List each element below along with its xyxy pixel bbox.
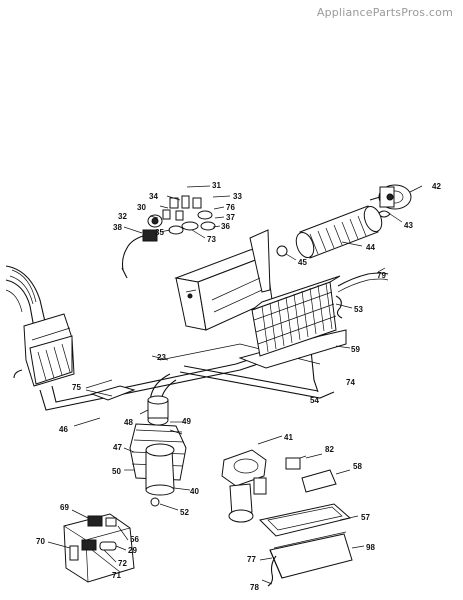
- compressor: [123, 395, 191, 511]
- blower-wheel: [295, 205, 383, 259]
- blower-hub: [276, 245, 297, 261]
- label-58: 58: [353, 462, 362, 471]
- water-pump: [221, 435, 351, 523]
- label-23: 23: [157, 353, 166, 362]
- label-73: 73: [207, 235, 216, 244]
- label-74: 74: [346, 378, 355, 387]
- control-knobs: [121, 185, 231, 279]
- label-47: 47: [113, 443, 122, 452]
- label-78: 78: [250, 583, 259, 592]
- scroll-housing: [174, 229, 273, 331]
- motor-clamp: [377, 210, 403, 223]
- label-29: 29: [128, 546, 137, 555]
- label-36: 36: [221, 222, 230, 231]
- label-30: 30: [137, 203, 146, 212]
- label-34: 34: [149, 192, 158, 201]
- label-54: 54: [310, 396, 319, 405]
- label-33: 33: [233, 192, 242, 201]
- label-77: 77: [247, 555, 256, 564]
- label-98: 98: [366, 543, 375, 552]
- label-44: 44: [366, 243, 375, 252]
- label-59: 59: [351, 345, 360, 354]
- label-75: 75: [72, 383, 81, 392]
- label-48: 48: [124, 418, 133, 427]
- label-41: 41: [284, 433, 293, 442]
- evaporator-coil: [238, 267, 389, 369]
- label-45: 45: [298, 258, 307, 267]
- label-52: 52: [180, 508, 189, 517]
- label-43: 43: [404, 221, 413, 230]
- label-42: 42: [432, 182, 441, 191]
- label-38: 38: [113, 223, 122, 232]
- label-71: 71: [112, 571, 121, 580]
- base-pan: [258, 503, 365, 587]
- label-72: 72: [118, 559, 127, 568]
- label-57: 57: [361, 513, 370, 522]
- label-82: 82: [325, 445, 334, 454]
- label-70: 70: [36, 537, 45, 546]
- discharge-hose: [5, 265, 47, 329]
- electrical-box: [47, 509, 135, 583]
- label-46: 46: [59, 425, 68, 434]
- label-53: 53: [354, 305, 363, 314]
- label-79: 79: [377, 271, 386, 280]
- watermark: AppliancePartsPros.com: [316, 6, 453, 19]
- label-69: 69: [60, 503, 69, 512]
- label-35: 35: [155, 228, 164, 237]
- label-40: 40: [190, 487, 199, 496]
- label-37: 37: [226, 213, 235, 222]
- label-76: 76: [226, 203, 235, 212]
- label-56: 56: [130, 535, 139, 544]
- label-50: 50: [112, 467, 121, 476]
- refrigerant-tubing: [39, 333, 335, 427]
- label-31: 31: [212, 181, 221, 190]
- fan-motor: [369, 184, 423, 210]
- label-32: 32: [118, 212, 127, 221]
- drain-box: [13, 313, 75, 387]
- label-49: 49: [182, 417, 191, 426]
